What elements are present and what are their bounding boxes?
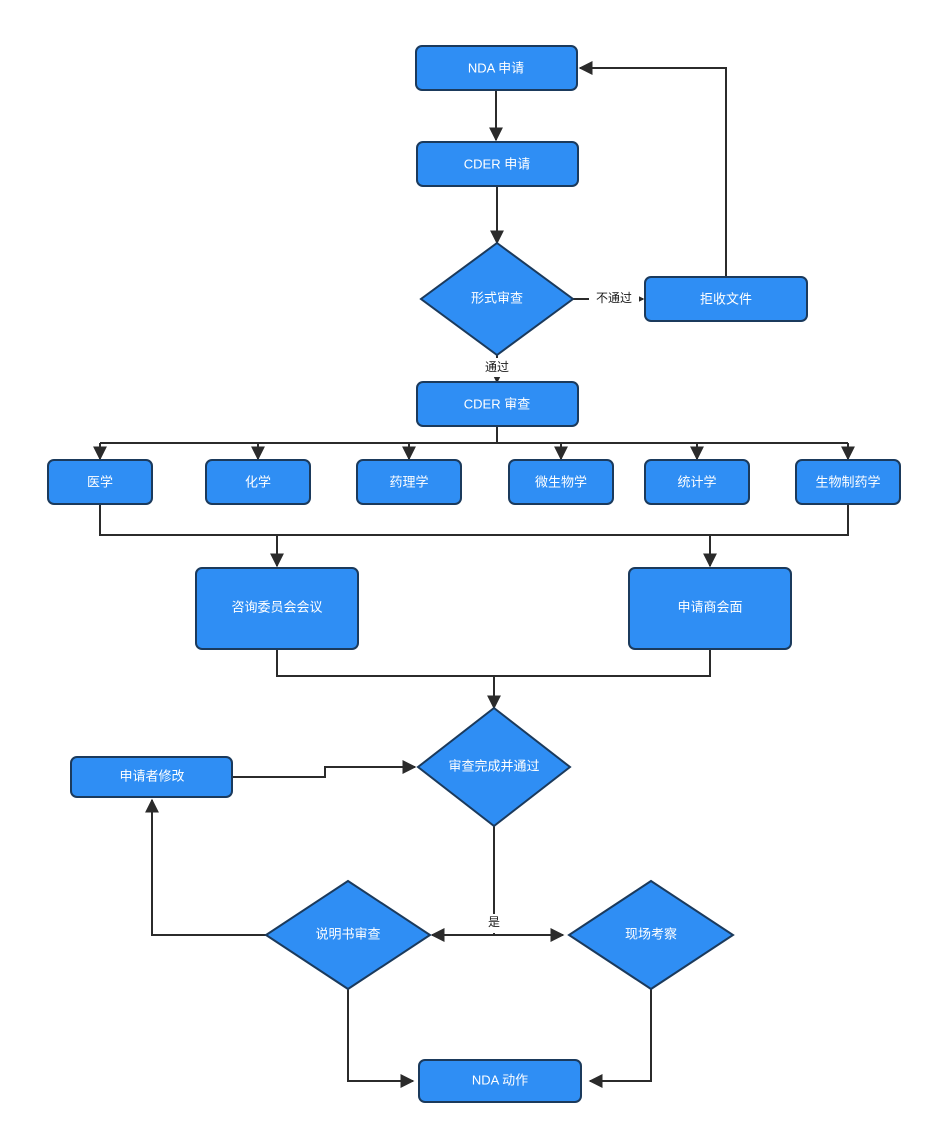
- node-microbiology-shape[interactable]: [508, 459, 614, 505]
- node-chemistry[interactable]: 化学: [205, 459, 311, 505]
- edges-layer: [93, 61, 855, 1088]
- edge-merge-rail: [99, 504, 849, 536]
- edge-site-inspection-to-nda-action: [588, 989, 652, 1088]
- node-pharmacology[interactable]: 药理学: [356, 459, 462, 505]
- node-advisory-committee-meeting[interactable]: 咨询委员会会议: [195, 567, 359, 650]
- node-cder-application-shape[interactable]: [416, 141, 579, 187]
- node-statistics-shape[interactable]: [644, 459, 750, 505]
- node-medicine-shape[interactable]: [47, 459, 153, 505]
- edge-label-pass-bg: [478, 358, 516, 377]
- node-applicant-meeting-shape[interactable]: [628, 567, 792, 650]
- node-label-review-shape[interactable]: [264, 879, 432, 991]
- node-reject-document-shape[interactable]: [644, 276, 808, 322]
- node-nda-action[interactable]: NDA 动作: [418, 1059, 582, 1103]
- node-advisory-committee-meeting-shape[interactable]: [195, 567, 359, 650]
- node-site-inspection[interactable]: 现场考察: [567, 879, 735, 991]
- node-biopharmaceutics-shape[interactable]: [795, 459, 901, 505]
- nodes-layer: NDA 申请 CDER 申请 形式审查 拒收文件 CDER 审查: [47, 45, 901, 1103]
- node-chemistry-shape[interactable]: [205, 459, 311, 505]
- edge-label-yes-bg: [482, 914, 506, 933]
- node-applicant-revision[interactable]: 申请者修改: [70, 756, 233, 798]
- node-label-review[interactable]: 说明书审查: [264, 879, 432, 991]
- edge-labels-layer: 不通过 通过 是: [478, 289, 639, 933]
- node-nda-application[interactable]: NDA 申请: [415, 45, 578, 91]
- edge-label-review-to-nda-action: [347, 989, 415, 1088]
- edge-label-review-to-applicant-revision: [145, 798, 268, 936]
- node-review-complete-pass[interactable]: 审查完成并通过: [416, 706, 572, 828]
- node-nda-action-shape[interactable]: [418, 1059, 582, 1103]
- edge-label-yes: 是: [488, 915, 500, 929]
- edge-applicant-revision-to-review-complete: [232, 760, 417, 778]
- node-applicant-revision-shape[interactable]: [70, 756, 233, 798]
- edge-reject-to-nda-application: [578, 61, 727, 277]
- edge-label-fail-bg: [589, 289, 639, 308]
- node-cder-review-shape[interactable]: [416, 381, 579, 427]
- node-medicine[interactable]: 医学: [47, 459, 153, 505]
- node-biopharmaceutics[interactable]: 生物制药学: [795, 459, 901, 505]
- node-cder-review[interactable]: CDER 审查: [416, 381, 579, 427]
- edge-meetings-merge-rail: [276, 649, 711, 677]
- edge-label-fail: 不通过: [596, 291, 632, 305]
- node-site-inspection-shape[interactable]: [567, 879, 735, 991]
- node-review-complete-pass-shape[interactable]: [416, 706, 572, 828]
- node-form-review[interactable]: 形式审查: [419, 241, 575, 357]
- node-statistics[interactable]: 统计学: [644, 459, 750, 505]
- node-form-review-shape[interactable]: [419, 241, 575, 357]
- node-cder-application[interactable]: CDER 申请: [416, 141, 579, 187]
- node-applicant-meeting[interactable]: 申请商会面: [628, 567, 792, 650]
- node-nda-application-shape[interactable]: [415, 45, 578, 91]
- edge-label-pass: 通过: [485, 360, 509, 374]
- node-reject-document[interactable]: 拒收文件: [644, 276, 808, 322]
- node-pharmacology-shape[interactable]: [356, 459, 462, 505]
- node-microbiology[interactable]: 微生物学: [508, 459, 614, 505]
